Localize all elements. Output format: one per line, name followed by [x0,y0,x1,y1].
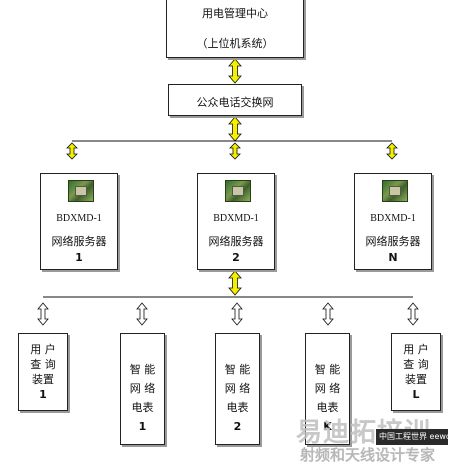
server-board-icon [382,180,408,202]
device-row: 网 络 [314,382,341,395]
device-box-meter-2: 智 能 网 络 电表 2 [215,333,260,445]
device-row: 智 能 [129,363,156,376]
server-model: BDXMD-1 [213,213,259,224]
arrow-bus-device-5 [407,302,419,326]
watermark-logo: 中国工程世界 eeworld.com.cn [376,429,448,445]
management-center-title: 用电管理中心 [202,7,268,20]
server-board-icon [68,180,94,202]
device-row: 网 络 [129,382,156,395]
management-center-subtitle: （上位机系统） [196,37,274,50]
pstn-box: 公众电话交换网 [168,84,302,116]
device-row: 查 询 [403,358,429,371]
pstn-label: 公众电话交换网 [196,96,274,109]
server-id: 2 [232,251,240,264]
device-row: 用 户 [403,343,429,356]
device-id: L [412,388,420,401]
arrow-bus-device-3 [231,302,243,326]
server-name: 网络服务器 [51,235,107,248]
device-id: 2 [233,420,242,433]
server-box-2: BDXMD-1 网络服务器 2 [197,173,275,270]
arrow-bus-device-4 [322,302,334,326]
device-row: 用 户 [30,343,56,356]
device-row: 智 能 [314,363,341,376]
device-row: 电表 [131,401,154,414]
device-id: 1 [138,420,147,433]
server-id: 1 [75,251,83,264]
server-box-n: BDXMD-1 网络服务器 N [354,173,432,270]
arrow-bus-server-2 [229,142,241,160]
arrow-bus-device-1 [37,302,49,326]
arrow-network-bus [228,116,242,142]
watermark-sub: 射频和天线设计专家 [300,446,436,464]
server-model: BDXMD-1 [370,213,416,224]
arrow-bus-server-n [386,142,398,160]
device-row: 查 询 [30,358,56,371]
device-id: K [323,420,332,433]
device-box-query-1: 用 户 查 询 装置 1 [18,333,68,411]
server-name: 网络服务器 [208,235,264,248]
management-center-box: 用电管理中心 （上位机系统） [166,0,304,58]
device-row: 装置 [32,373,54,386]
arrow-bus-device-2 [136,302,148,326]
device-id: 1 [39,388,47,401]
device-box-meter-1: 智 能 网 络 电表 1 [120,333,165,445]
arrow-server-lowerbus [228,270,242,296]
device-row: 装置 [405,373,427,386]
server-name: 网络服务器 [365,235,421,248]
arrow-bus-server-1 [66,142,78,160]
server-box-1: BDXMD-1 网络服务器 1 [40,173,118,270]
device-box-meter-k: 智 能 网 络 电表 K [305,333,350,445]
device-row: 网 络 [224,382,251,395]
device-row: 电表 [226,401,249,414]
device-row: 智 能 [224,363,251,376]
server-model: BDXMD-1 [56,213,102,224]
arrow-top-network [228,58,242,84]
device-box-query-l: 用 户 查 询 装置 L [391,333,441,411]
server-id: N [388,251,398,264]
device-row: 电表 [316,401,339,414]
server-board-icon [225,180,251,202]
